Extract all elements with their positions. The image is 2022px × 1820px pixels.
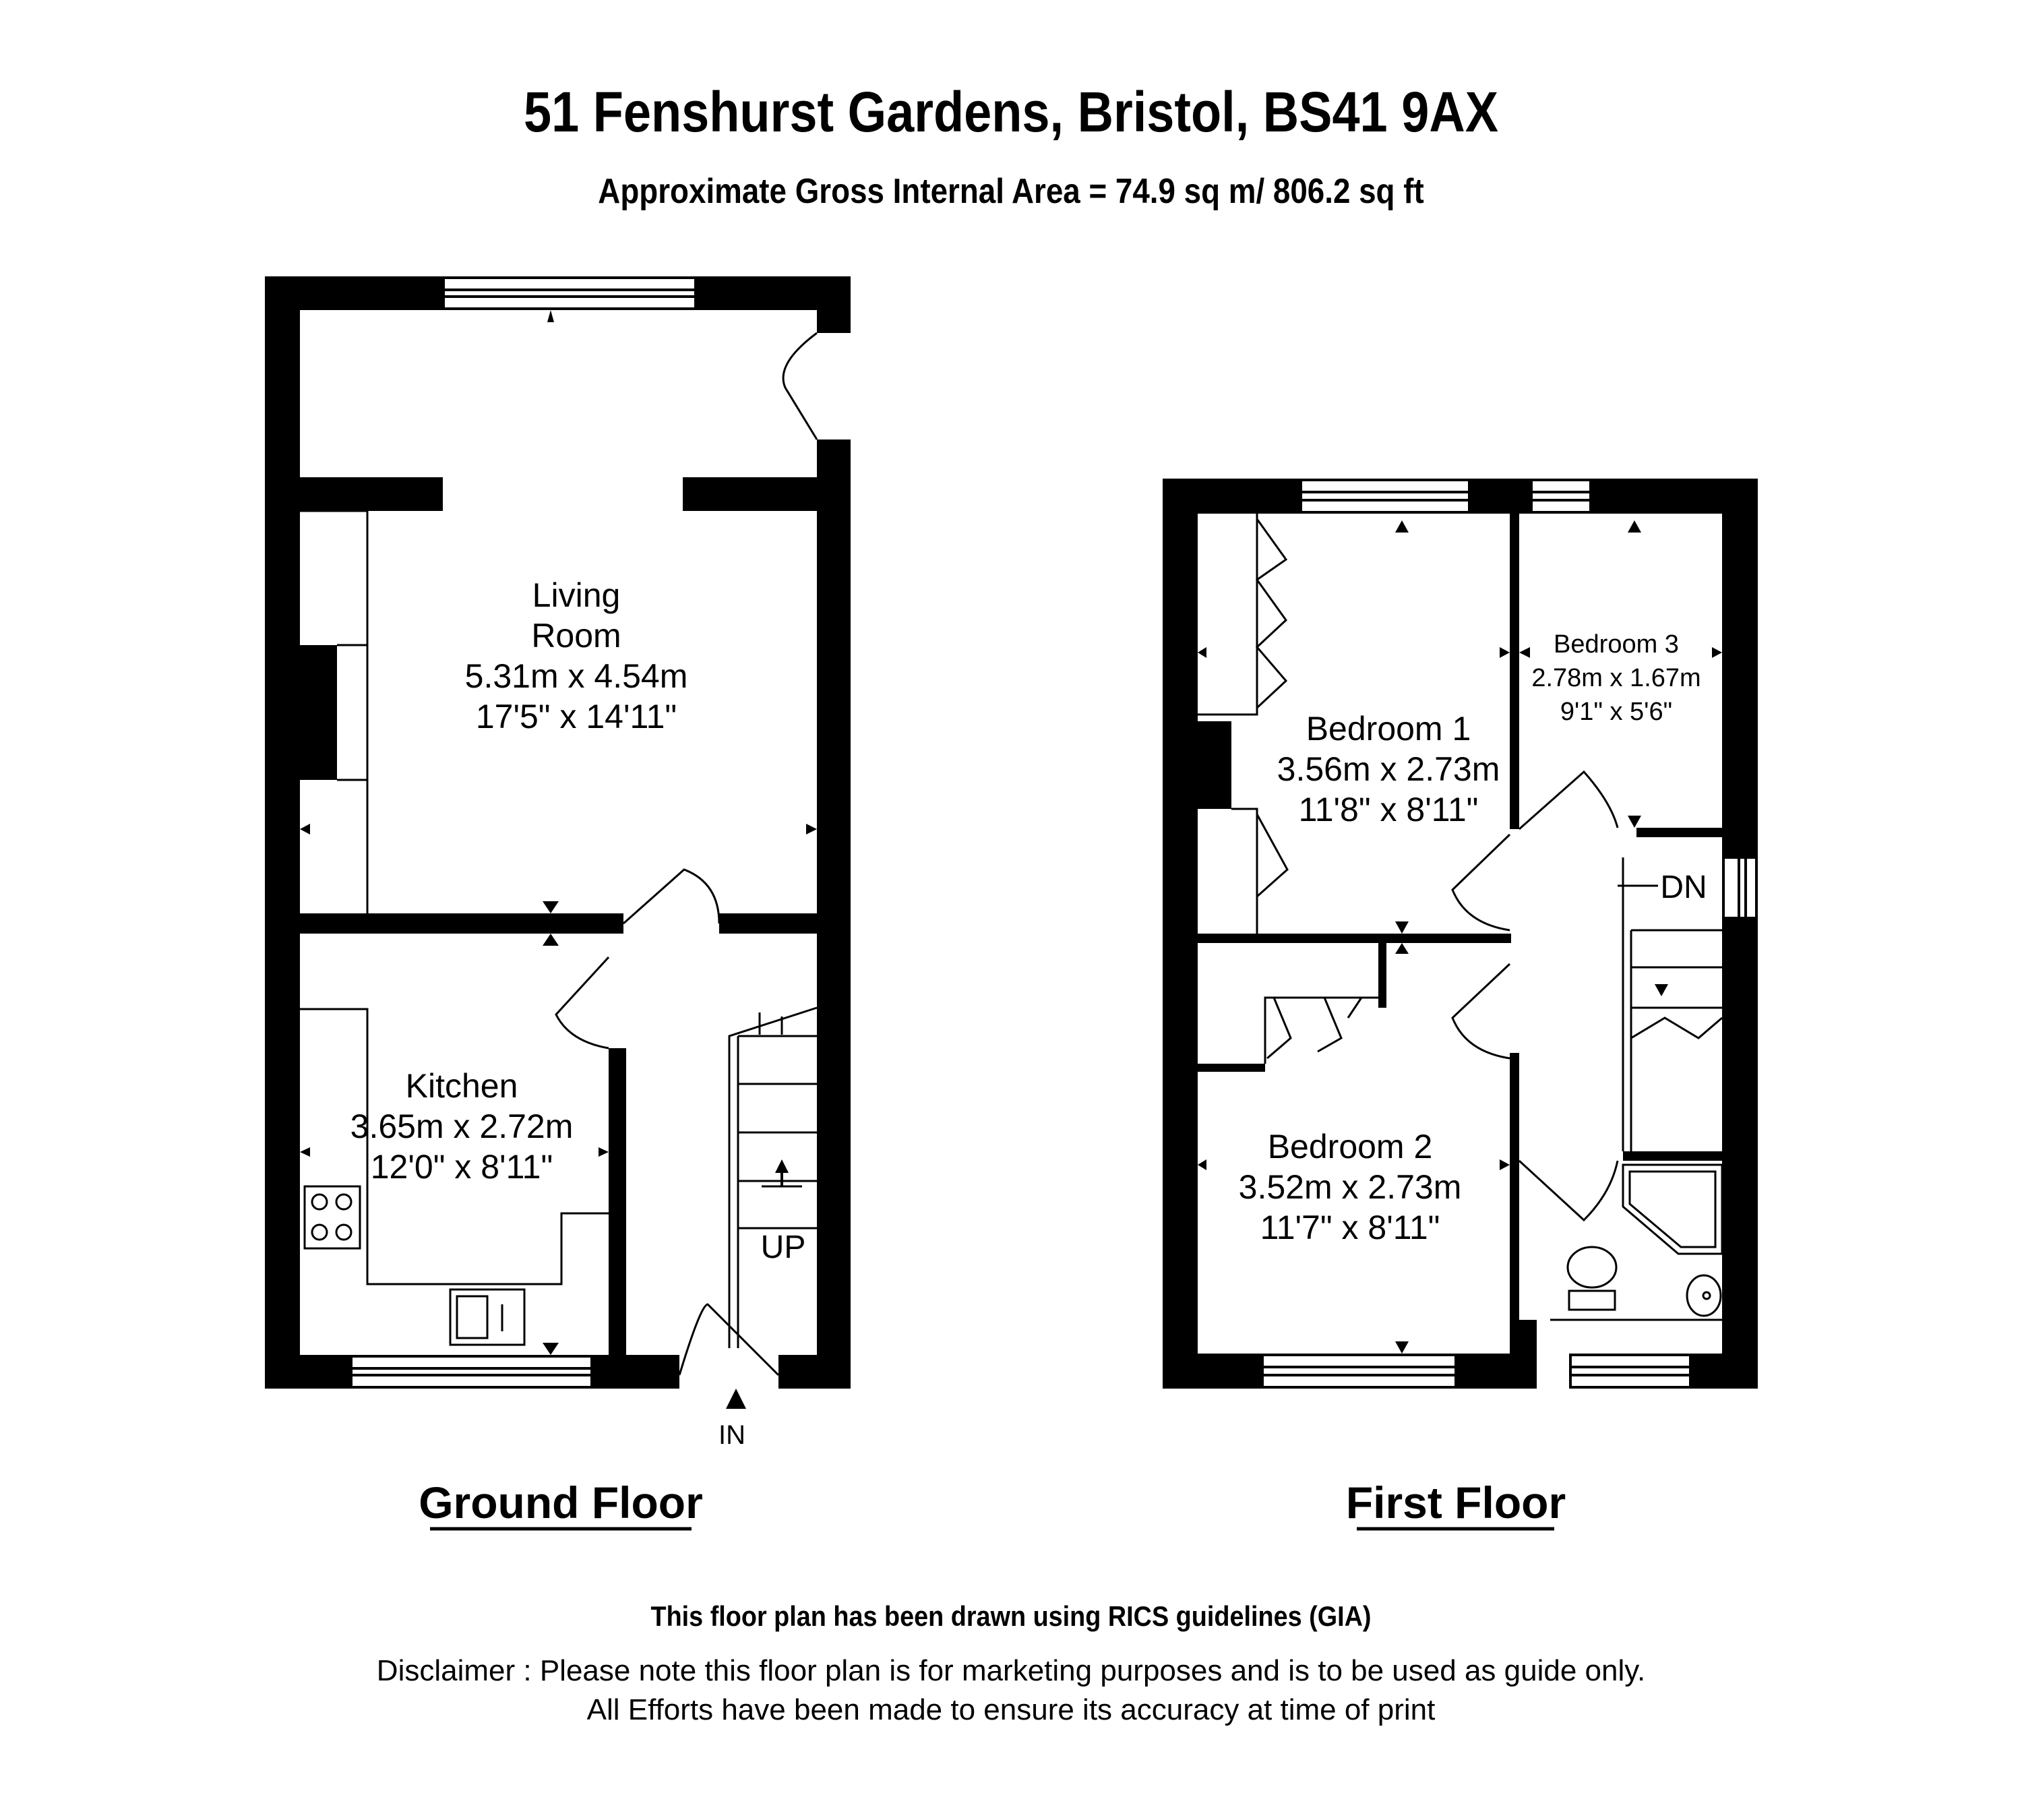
ground-floor-arrows bbox=[300, 310, 817, 1409]
kitchen-imperial: 12'0" x 8'11" bbox=[371, 1148, 553, 1186]
bedroom1-metric: 3.56m x 2.73m bbox=[1277, 750, 1500, 788]
first-floor-label: First Floor bbox=[1346, 1478, 1566, 1527]
bedroom1-label: Bedroom 1 3.56m x 2.73m 11'8" x 8'11" bbox=[1277, 710, 1500, 828]
entrance-label: IN bbox=[718, 1420, 745, 1450]
gross-internal-area: Approximate Gross Internal Area = 74.9 s… bbox=[598, 172, 1424, 211]
bedroom3-metric: 2.78m x 1.67m bbox=[1531, 664, 1701, 692]
living-room-name-line2: Room bbox=[531, 617, 621, 655]
living-room-name-line1: Living bbox=[532, 576, 621, 614]
ground-floor-windows bbox=[350, 276, 697, 1389]
living-room-metric: 5.31m x 4.54m bbox=[465, 657, 688, 695]
ground-floor-label: Ground Floor bbox=[419, 1478, 703, 1527]
ground-floor-plan: Living Room 5.31m x 4.54m 17'5" x 14'11"… bbox=[265, 276, 851, 1531]
first-floor-fittings bbox=[1198, 514, 1723, 1321]
first-floor-windows bbox=[1261, 479, 1758, 1389]
bedroom1-imperial: 11'8" x 8'11" bbox=[1299, 791, 1479, 828]
bedroom3-name: Bedroom 3 bbox=[1554, 630, 1679, 659]
first-floor-plan: Bedroom 1 3.56m x 2.73m 11'8" x 8'11" Be… bbox=[1163, 479, 1758, 1531]
disclaimer-line1: Disclaimer : Please note this floor plan… bbox=[376, 1654, 1646, 1687]
rics-guidelines-note: This floor plan has been drawn using RIC… bbox=[650, 1600, 1372, 1632]
ground-floor-fittings bbox=[300, 332, 818, 1376]
disclaimer-line2: All Efforts have been made to ensure its… bbox=[586, 1693, 1436, 1726]
ground-floor-walls bbox=[265, 276, 851, 1389]
disclaimer: Disclaimer : Please note this floor plan… bbox=[0, 1651, 2022, 1730]
bedroom2-metric: 3.52m x 2.73m bbox=[1239, 1168, 1462, 1206]
stairs-up-label: UP bbox=[761, 1230, 806, 1265]
bedroom2-name: Bedroom 2 bbox=[1268, 1128, 1433, 1165]
bedroom3-label: Bedroom 3 2.78m x 1.67m 9'1" x 5'6" bbox=[1531, 630, 1701, 726]
bedroom1-name: Bedroom 1 bbox=[1306, 710, 1471, 748]
first-floor-arrows bbox=[1198, 520, 1722, 1354]
living-room-label: Living Room 5.31m x 4.54m 17'5" x 14'11" bbox=[465, 576, 688, 735]
living-room-imperial: 17'5" x 14'11" bbox=[476, 698, 677, 735]
bedroom2-imperial: 11'7" x 8'11" bbox=[1260, 1209, 1440, 1246]
bedroom2-label: Bedroom 2 3.52m x 2.73m 11'7" x 8'11" bbox=[1239, 1128, 1462, 1246]
first-floor-walls bbox=[1163, 479, 1758, 1389]
kitchen-metric: 3.65m x 2.72m bbox=[350, 1108, 574, 1145]
bedroom3-imperial: 9'1" x 5'6" bbox=[1560, 698, 1672, 726]
kitchen-name: Kitchen bbox=[406, 1067, 518, 1105]
kitchen-label: Kitchen 3.65m x 2.72m 12'0" x 8'11" bbox=[350, 1067, 574, 1186]
stairs-down-label: DN bbox=[1660, 870, 1707, 905]
property-address-title: 51 Fenshurst Gardens, Bristol, BS41 9AX bbox=[523, 80, 1499, 144]
